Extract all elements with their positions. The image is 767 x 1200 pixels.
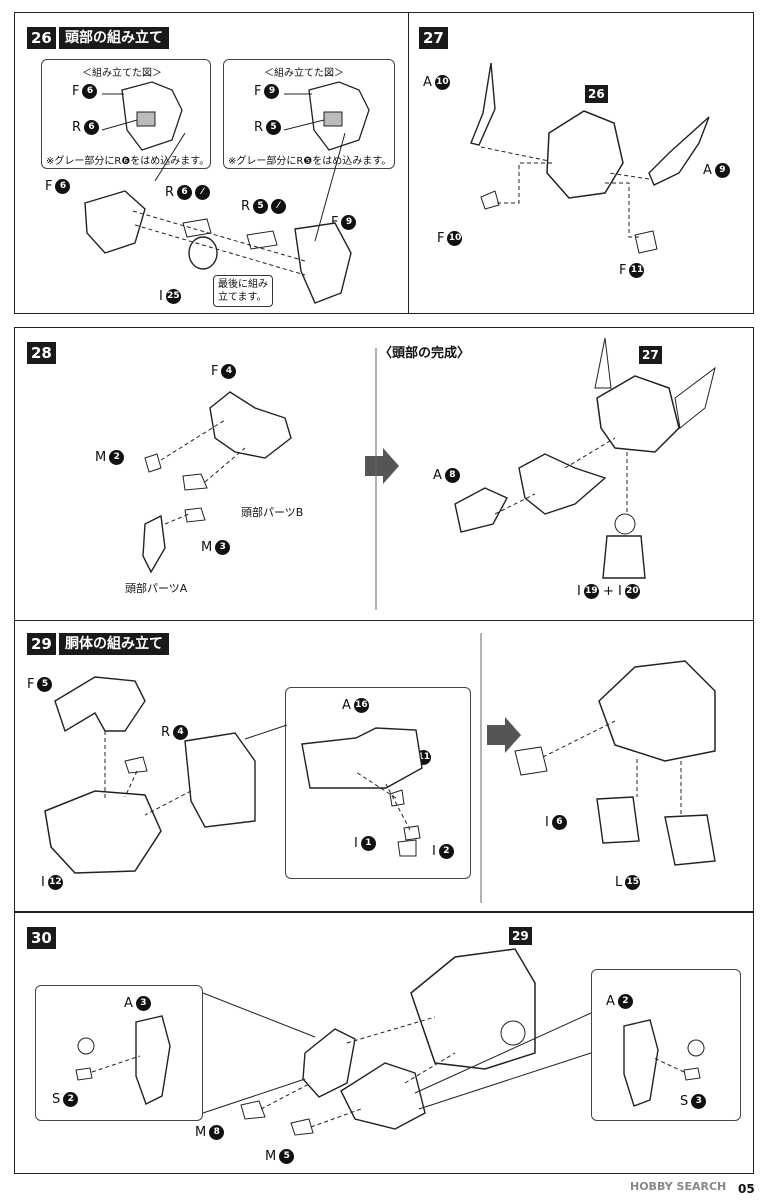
step-number: 30: [27, 927, 56, 949]
sub-assembly-drawing: [301, 727, 423, 857]
step-number: 28: [27, 342, 56, 364]
page-number: 05: [738, 1182, 755, 1196]
step-27-drawing: [470, 62, 710, 254]
step-29-panel: 29 胴体の組み立て F5 R4 I12 A16 M11 I1 I2 I6 L1…: [14, 620, 754, 912]
inset-note: ※グレー部分にR❺をはめ込みます。: [228, 156, 392, 167]
part-name-b: 頭部パーツB: [241, 506, 304, 519]
step-reference: 29: [509, 927, 532, 945]
step-number: 26: [27, 27, 56, 49]
step-reference: 26: [585, 85, 608, 103]
left-detail-drawing: [75, 1015, 171, 1105]
inset-title: ＜組み立てた図＞: [82, 68, 162, 79]
right-detail-drawing: [623, 1019, 705, 1107]
watermark-brand: HOBBY SEARCH: [630, 1180, 727, 1193]
step-reference: 27: [639, 346, 662, 364]
head-part-drawing: [283, 81, 370, 151]
step-26-drawing: [84, 132, 352, 304]
inset-title: ＜組み立てた図＞: [264, 68, 344, 79]
step-number: 29: [27, 633, 56, 655]
assembly-callout: 最後に組み立てます。: [213, 275, 273, 307]
head-part-drawing: [101, 81, 183, 151]
inset-note: ※グレー部分にR❻をはめ込みます。: [46, 156, 210, 167]
sub-assembly-inset: A16 M11 I1 I2: [285, 687, 471, 879]
step-title: 胴体の組み立て: [59, 633, 169, 655]
step-28-drawing: [142, 348, 399, 610]
step-title: 頭部の組み立て: [59, 27, 169, 49]
head-complete-title: 〈頭部の完成〉: [379, 346, 471, 361]
step-number: 27: [419, 27, 448, 49]
part-name-a: 頭部パーツA: [125, 582, 188, 595]
